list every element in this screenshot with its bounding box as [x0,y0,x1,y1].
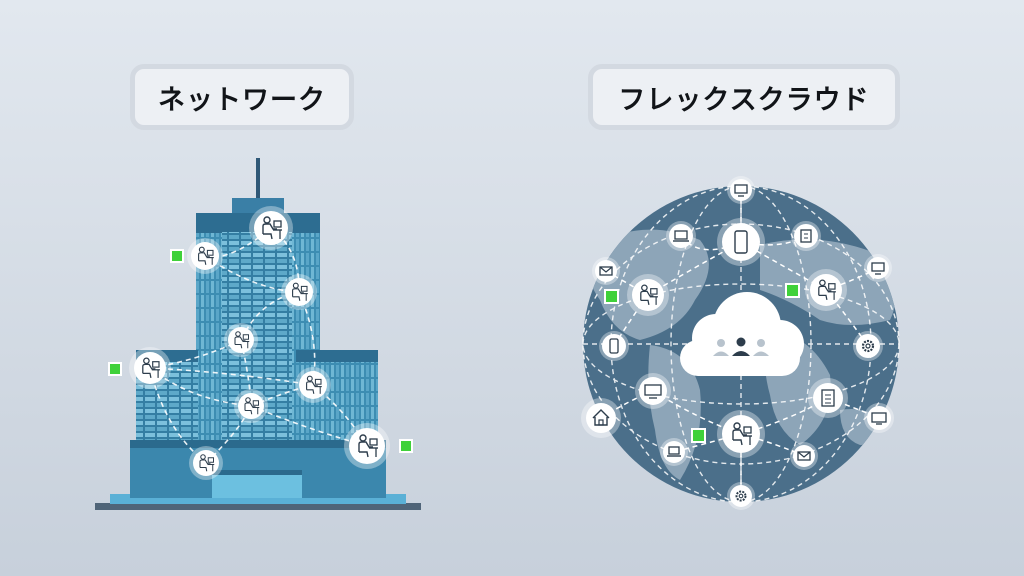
mail-icon [592,257,620,285]
gear-icon [853,331,883,361]
person-at-desk-icon [627,274,669,316]
mail-icon [790,442,818,470]
person-at-desk-icon [129,347,171,389]
home-icon [581,398,621,438]
person-at-desk-icon [187,238,223,274]
person-at-desk-icon [249,206,293,250]
person-at-desk-icon [189,446,223,480]
network-label: ネットワーク [130,64,354,130]
person-at-desk-icon [344,423,390,469]
person-at-desk-icon [717,410,765,458]
person-at-desk-icon [281,274,317,310]
status-indicator [170,249,184,263]
smartphone-icon [717,218,765,266]
status-indicator [604,289,619,304]
cloud-icon [680,292,804,376]
person-at-desk-icon [805,269,847,311]
status-indicator [691,428,706,443]
monitor-icon [727,176,755,204]
person-at-desk-icon [234,389,268,423]
building-icon [808,378,848,418]
status-indicator [785,283,800,298]
laptop-icon [666,221,696,251]
smartphone-icon [599,331,629,361]
gear-icon [727,482,755,510]
person-at-desk-icon [224,323,258,357]
globe-device-nodes [581,176,894,510]
building-person-nodes [129,206,390,480]
globe-status-indicators [604,283,800,443]
status-indicator [108,362,122,376]
monitor-icon [635,373,671,409]
flex-cloud-label: フレックスクラウド [588,64,900,130]
monitor-icon [864,254,892,282]
status-indicator [399,439,413,453]
building-icon [791,221,821,251]
users-icon [713,337,769,356]
building-status-indicators [108,249,413,453]
person-at-desk-icon [295,367,331,403]
monitor-icon [864,403,894,433]
laptop-icon [660,438,688,466]
